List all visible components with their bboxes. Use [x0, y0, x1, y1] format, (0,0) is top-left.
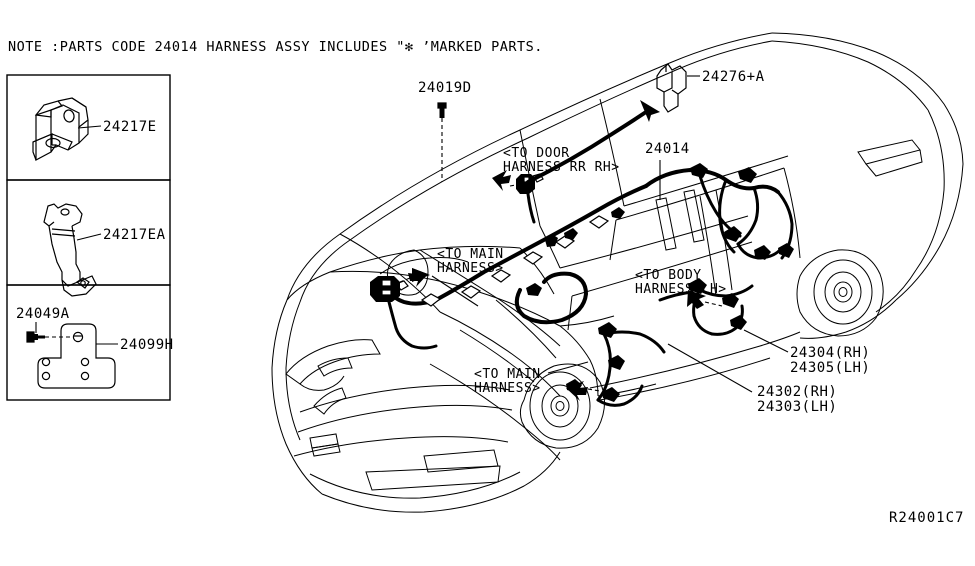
note-main-u-line2: HARNESS>	[437, 261, 504, 276]
leader-door-arrow	[509, 183, 522, 187]
part-illustration-24019d	[437, 102, 447, 118]
leader-24304	[743, 329, 789, 353]
legend-panel: 24217E 24217EA 24049A	[6, 74, 174, 401]
leader-main-upper2	[431, 275, 479, 307]
part-illustration-24217ea	[43, 203, 97, 297]
note-text: NOTE :PARTS CODE 24014 HARNESS ASSY INCL…	[8, 39, 543, 55]
part-illustration-24217e	[32, 97, 89, 161]
callout-24304rh: 24304(RH)	[790, 345, 870, 361]
note-door-line2: HARNESS RR RH>	[503, 160, 620, 175]
arrow-main-lower	[566, 381, 588, 401]
legend-label-24217e: 24217E	[103, 119, 157, 135]
leader-24217ea	[76, 233, 102, 241]
leader-main-upper	[399, 277, 411, 283]
arrow-door-rr-rh	[492, 170, 511, 191]
note-door-rr-rh: <TO DOOR HARNESS RR RH>	[503, 146, 620, 175]
callout-24303lh: 24303(LH)	[757, 399, 837, 415]
legend-label-24049a: 24049A	[16, 306, 70, 322]
callout-24019d: 24019D	[418, 80, 472, 96]
note-main-upper: <TO MAIN HARNESS>	[437, 247, 504, 276]
part-illustration-24276a	[656, 63, 687, 113]
part-illustration-24049a	[26, 322, 45, 343]
vehicle-outline	[271, 32, 964, 513]
leader-24217e	[77, 125, 102, 129]
note-body-line2: HARNESS LH>	[635, 282, 727, 297]
leader-body-lh	[704, 301, 723, 307]
harness-clips	[420, 215, 610, 307]
leader-main-lower	[547, 361, 589, 374]
harness-connectors	[526, 163, 757, 296]
drawing-number: R24001C7	[889, 510, 964, 526]
callout-24302rh: 24302(RH)	[757, 384, 837, 400]
arrow-body-lh	[687, 290, 706, 309]
legend-label-24217ea: 24217EA	[103, 227, 166, 243]
note-main-l-line2: HARNESS>	[474, 381, 541, 396]
note-main-l-line1: <TO MAIN	[474, 367, 541, 382]
callout-24014: 24014	[645, 141, 690, 157]
right-harness-connectors	[566, 226, 794, 402]
harness-24014	[370, 100, 794, 407]
note-body-lh: <TO BODY HARNESS LH>	[635, 268, 727, 297]
legend-label-24099h: 24099H	[120, 337, 174, 353]
note-main-u-line1: <TO MAIN	[437, 247, 504, 262]
note-door-line1: <TO DOOR	[503, 146, 570, 161]
note-body-line1: <TO BODY	[635, 268, 702, 283]
callout-24276a: 24276+A	[702, 69, 765, 85]
arrow-main-upper	[408, 268, 430, 287]
junction-block	[370, 276, 409, 302]
leader-main-lower2	[587, 388, 601, 392]
note-main-lower: <TO MAIN HARNESS>	[474, 367, 541, 396]
part-illustration-24099h	[37, 323, 116, 389]
callout-24305lh: 24305(LH)	[790, 360, 870, 376]
legend-box-3	[6, 284, 171, 401]
leader-24302	[667, 343, 753, 393]
